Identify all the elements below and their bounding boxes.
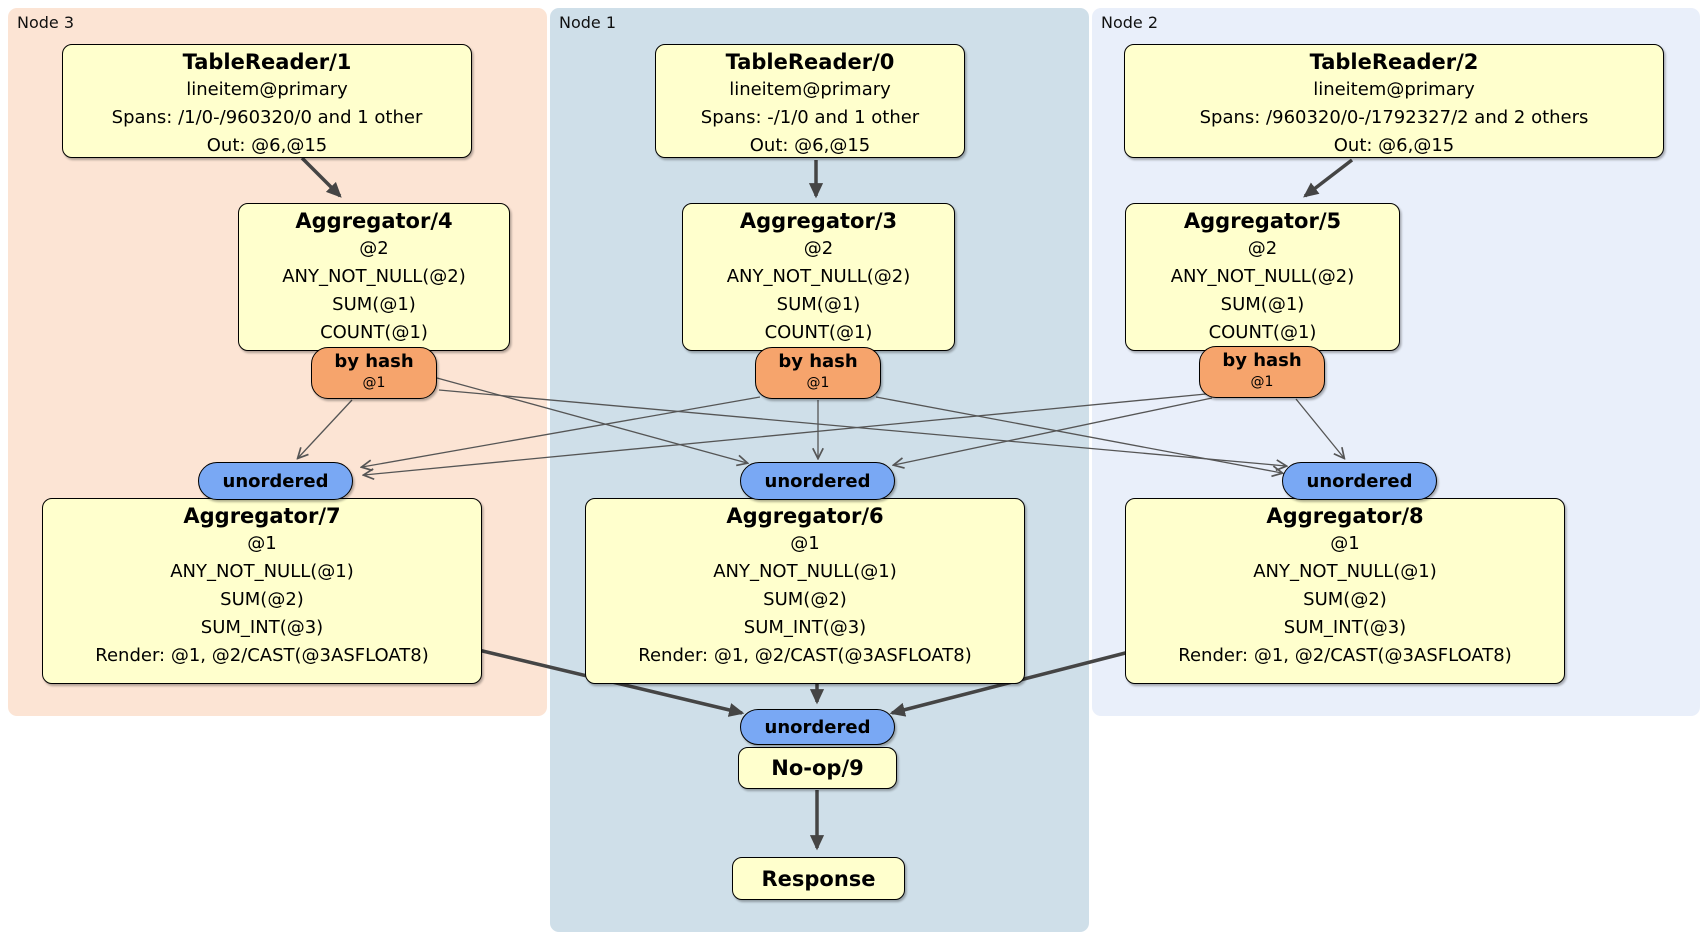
processor-title: No-op/9 bbox=[771, 756, 864, 780]
unordered-sync-node2: unordered bbox=[1282, 462, 1437, 500]
processor-line: SUM_INT(@3) bbox=[743, 617, 867, 638]
processor-title: Aggregator/3 bbox=[739, 209, 898, 233]
router-to-sync-edges bbox=[298, 377, 1344, 475]
processor-aggregator-3: Aggregator/3 @2 ANY_NOT_NULL(@2) SUM(@1)… bbox=[682, 203, 955, 351]
processor-noop-9: No-op/9 bbox=[738, 747, 897, 789]
router-key: @1 bbox=[806, 375, 830, 391]
processor-line: COUNT(@1) bbox=[1208, 322, 1317, 343]
processor-aggregator-5: Aggregator/5 @2 ANY_NOT_NULL(@2) SUM(@1)… bbox=[1125, 203, 1400, 351]
region-label-node2: Node 2 bbox=[1101, 13, 1159, 32]
sync-label: unordered bbox=[1306, 470, 1413, 492]
processor-line: SUM_INT(@3) bbox=[200, 617, 324, 638]
processor-line: lineitem@primary bbox=[1313, 79, 1475, 100]
processor-aggregator-4: Aggregator/4 @2 ANY_NOT_NULL(@2) SUM(@1)… bbox=[238, 203, 510, 351]
router-key: @1 bbox=[1250, 374, 1274, 390]
processor-line: SUM(@1) bbox=[1220, 294, 1305, 315]
sync-label: unordered bbox=[764, 470, 871, 492]
processor-line: SUM(@2) bbox=[763, 589, 847, 610]
processor-line: @2 bbox=[359, 238, 389, 259]
processor-line: @1 bbox=[790, 533, 820, 554]
processor-title: TableReader/1 bbox=[182, 50, 352, 74]
hash-router-node2: by hash @1 bbox=[1199, 346, 1325, 398]
processor-line: ANY_NOT_NULL(@2) bbox=[1170, 266, 1355, 287]
processor-aggregator-7: Aggregator/7 @1 ANY_NOT_NULL(@1) SUM(@2)… bbox=[42, 498, 482, 684]
hash-router-node1: by hash @1 bbox=[755, 347, 881, 399]
processor-title: Aggregator/6 bbox=[726, 504, 884, 528]
processor-line: Spans: /1/0-/960320/0 and 1 other bbox=[111, 107, 423, 128]
processor-line: SUM(@2) bbox=[1303, 589, 1387, 610]
processor-line: ANY_NOT_NULL(@2) bbox=[282, 266, 466, 287]
unordered-sync-final: unordered bbox=[740, 709, 895, 745]
processor-aggregator-8: Aggregator/8 @1 ANY_NOT_NULL(@1) SUM(@2)… bbox=[1125, 498, 1565, 684]
router-label: by hash bbox=[1222, 350, 1302, 371]
hash-router-node3: by hash @1 bbox=[311, 347, 437, 399]
processor-line: Render: @1, @2/CAST(@3ASFLOAT8) bbox=[95, 645, 429, 666]
router-label: by hash bbox=[334, 351, 414, 372]
processor-line: ANY_NOT_NULL(@1) bbox=[170, 561, 354, 582]
processor-tablereader-2: TableReader/2 lineitem@primary Spans: /9… bbox=[1124, 44, 1664, 158]
processor-line: @1 bbox=[1330, 533, 1360, 554]
processor-title: TableReader/0 bbox=[725, 50, 895, 74]
processor-title: TableReader/2 bbox=[1309, 50, 1479, 74]
processor-aggregator-6: Aggregator/6 @1 ANY_NOT_NULL(@1) SUM(@2)… bbox=[585, 498, 1025, 684]
processor-title: Response bbox=[761, 866, 876, 891]
processor-line: ANY_NOT_NULL(@1) bbox=[1253, 561, 1437, 582]
processor-line: @2 bbox=[1247, 238, 1278, 259]
processor-line: SUM_INT(@3) bbox=[1283, 617, 1407, 638]
region-label-node1: Node 1 bbox=[559, 13, 617, 32]
processor-title: Aggregator/4 bbox=[295, 209, 453, 233]
processor-title: Aggregator/5 bbox=[1183, 209, 1342, 233]
region-label-node3: Node 3 bbox=[17, 13, 75, 32]
router-key: @1 bbox=[362, 375, 386, 391]
processor-tablereader-0: TableReader/0 lineitem@primary Spans: -/… bbox=[655, 44, 965, 158]
response-node: Response bbox=[732, 857, 905, 900]
processor-line: lineitem@primary bbox=[186, 79, 348, 100]
unordered-sync-node3: unordered bbox=[198, 462, 353, 500]
processor-line: Render: @1, @2/CAST(@3ASFLOAT8) bbox=[1178, 645, 1512, 666]
router-label: by hash bbox=[778, 351, 858, 372]
processor-title: Aggregator/7 bbox=[183, 504, 341, 528]
processor-line: SUM(@1) bbox=[332, 294, 416, 315]
processor-line: COUNT(@1) bbox=[764, 322, 873, 343]
processor-line: Out: @6,@15 bbox=[206, 135, 328, 156]
processor-line: Out: @6,@15 bbox=[1333, 135, 1455, 156]
processor-line: @1 bbox=[247, 533, 277, 554]
processor-line: Spans: -/1/0 and 1 other bbox=[700, 107, 920, 128]
processor-title: Aggregator/8 bbox=[1266, 504, 1424, 528]
processor-line: lineitem@primary bbox=[729, 79, 891, 100]
processor-line: SUM(@2) bbox=[220, 589, 304, 610]
processor-line: SUM(@1) bbox=[776, 294, 861, 315]
processor-line: ANY_NOT_NULL(@1) bbox=[713, 561, 897, 582]
processor-line: @2 bbox=[803, 238, 834, 259]
sync-label: unordered bbox=[764, 716, 871, 738]
processor-line: ANY_NOT_NULL(@2) bbox=[726, 266, 911, 287]
sync-label: unordered bbox=[222, 470, 329, 492]
processor-line: COUNT(@1) bbox=[320, 322, 428, 343]
processor-tablereader-1: TableReader/1 lineitem@primary Spans: /1… bbox=[62, 44, 472, 158]
unordered-sync-node1: unordered bbox=[740, 462, 895, 500]
processor-line: Spans: /960320/0-/1792327/2 and 2 others bbox=[1199, 107, 1589, 128]
processor-line: Render: @1, @2/CAST(@3ASFLOAT8) bbox=[638, 645, 972, 666]
processor-line: Out: @6,@15 bbox=[749, 135, 871, 156]
